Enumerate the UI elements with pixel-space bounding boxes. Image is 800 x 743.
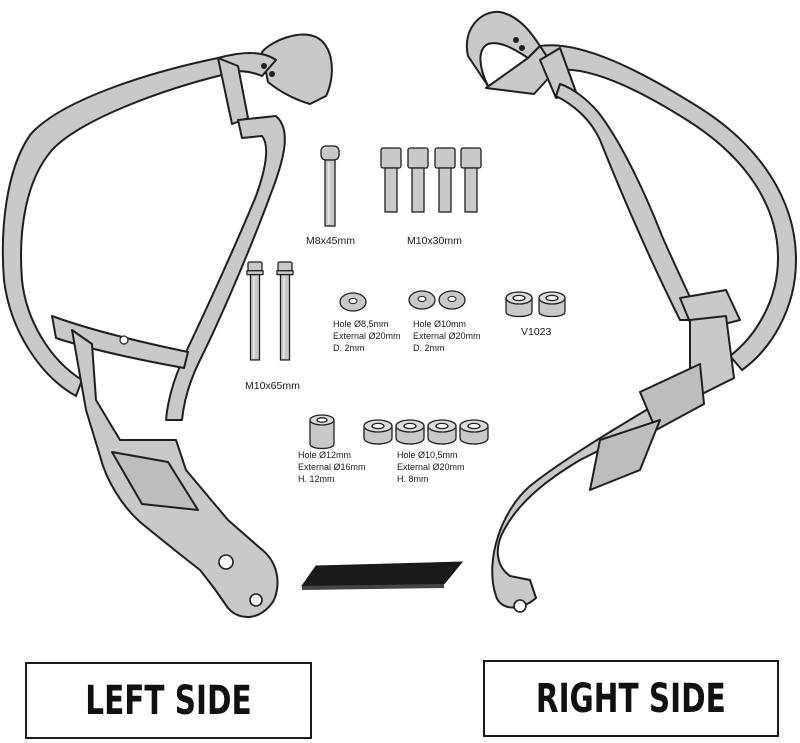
label-spacers-v1023: V1023 xyxy=(521,326,552,338)
right-side-label: RIGHT SIDE xyxy=(536,675,726,722)
label-spacer-12: Hole Ø12mm External Ø16mm H. 12mm xyxy=(298,450,368,484)
label-bolt-m10x30: M10x30mm xyxy=(407,235,462,247)
label-spacers-10-5: Hole Ø10,5mm External Ø20mm H. 8mm xyxy=(397,450,467,484)
adhesive-pad xyxy=(301,561,464,590)
left-crash-bar xyxy=(1,33,333,618)
label-bolt-m8x45: M8x45mm xyxy=(306,235,355,247)
spacers-v1023 xyxy=(505,291,566,318)
left-side-label: LEFT SIDE xyxy=(85,677,252,724)
bolt-m8x45 xyxy=(320,145,340,227)
right-side-label-box: RIGHT SIDE xyxy=(483,660,779,737)
bolts-m10x30 xyxy=(380,147,482,213)
label-washer-8-5: Hole Ø8,5mm External Ø20mm D. 2mm xyxy=(333,319,403,353)
left-side-label-box: LEFT SIDE xyxy=(25,662,312,739)
label-bolt-m10x65: M10x65mm xyxy=(245,380,300,392)
spacer-12 xyxy=(309,414,335,450)
bolts-m10x65 xyxy=(246,261,294,361)
washers-10 xyxy=(408,290,466,310)
spacers-10-5 xyxy=(363,419,489,445)
label-washers-10: Hole Ø10mm External Ø20mm D. 2mm xyxy=(413,319,483,353)
washer-8-5 xyxy=(339,292,367,312)
right-crash-bar xyxy=(465,10,797,613)
